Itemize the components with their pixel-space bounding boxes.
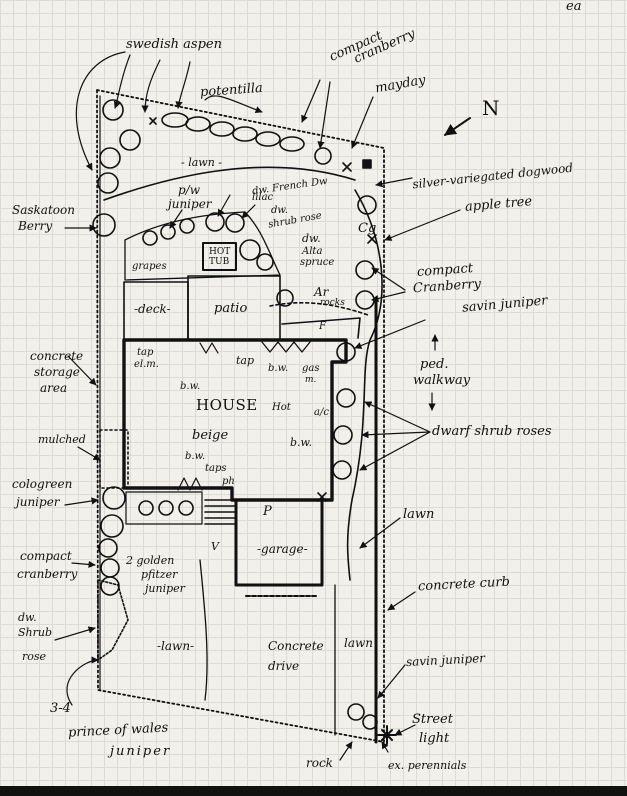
house-label: HOUSE xyxy=(196,396,258,414)
dw-shrub-rose-left-label-3: rose xyxy=(22,650,47,663)
rocks-label: rocks xyxy=(320,298,345,308)
front-zigzag xyxy=(177,477,203,491)
swedish-aspen-label: swedish aspen xyxy=(126,37,222,52)
ac-label: a/c xyxy=(314,407,329,418)
garage-label: -garage- xyxy=(257,542,308,556)
lawn-right-label: lawn xyxy=(403,507,435,522)
north-arrow xyxy=(444,117,471,136)
concrete-storage-label-1: concrete xyxy=(30,349,84,363)
west-bed-plants xyxy=(98,486,126,596)
concrete-drive-label-2: drive xyxy=(268,659,300,673)
saskatoon-label-2: Berry xyxy=(18,219,53,233)
tap-2-label: tap xyxy=(236,354,255,367)
ar-plant xyxy=(276,289,294,307)
lawn-edge-top xyxy=(103,166,356,201)
house-zigzag xyxy=(199,342,219,354)
ped-walkway-label-1: ped. xyxy=(420,357,449,372)
house-outline xyxy=(122,338,348,502)
mulched-label: mulched xyxy=(38,433,86,446)
dwarf-shrub-roses-label: dwarf shrub roses xyxy=(432,424,552,439)
dw-alta-spruce-label-3: spruce xyxy=(300,257,335,268)
hot-tub xyxy=(202,242,237,271)
concrete-storage-label-2: storage xyxy=(34,365,80,379)
tap-elim-label-2: el.m. xyxy=(134,359,159,370)
side-path xyxy=(281,317,361,339)
bw-1-label: b.w. xyxy=(268,363,289,374)
street-light-label-2: light xyxy=(419,731,450,746)
bottom-edge-bar xyxy=(0,786,627,796)
p-mark: P xyxy=(263,504,272,519)
f-mark: F xyxy=(319,321,326,332)
dw-french-lilac-label-2: lilac xyxy=(252,192,274,203)
dw-shrub-rose-left-label-1: dw. xyxy=(18,611,37,624)
golden-pfitzer-label-2: pfitzer xyxy=(141,568,178,581)
saskatoon-label-1: Saskatoon xyxy=(12,203,75,217)
compact-cranberry-left-label-2: cranberry xyxy=(17,567,78,581)
front-left-bed xyxy=(125,491,203,525)
pw-juniper-label-1: p/w xyxy=(178,183,200,197)
street-light-label-1: Street xyxy=(412,712,453,727)
tap-elim-label-1: tap xyxy=(137,347,154,358)
prince-wales-label-3: juniper xyxy=(110,744,172,759)
gas-label-2: m. xyxy=(305,375,317,385)
mulched-area xyxy=(99,429,129,489)
front-left-bed-plants xyxy=(138,500,194,516)
ex-perennials-label: ex. perennials xyxy=(388,759,467,772)
street-light-corner xyxy=(347,703,397,745)
ar-label: Ar xyxy=(314,285,329,299)
prince-wales-label-1: 3-4 xyxy=(50,701,71,716)
north-label: N xyxy=(482,96,500,120)
hot-tub-label-1: HOT xyxy=(209,247,231,257)
bw-2-label: b.w. xyxy=(290,436,313,449)
swedish-aspen-trees xyxy=(92,99,157,237)
driveway-edge-left xyxy=(199,559,208,701)
bw-3-label: b.w. xyxy=(185,451,206,462)
concrete-drive-label-1: Concrete xyxy=(268,639,324,653)
foundation-shrubs xyxy=(261,341,311,353)
golden-pfitzer-label-1: 2 golden xyxy=(126,554,175,567)
front-steps xyxy=(204,499,237,525)
golden-pfitzer-label-3: juniper xyxy=(145,582,185,595)
concrete-storage-label-3: area xyxy=(40,381,68,395)
dw-alta-spruce-label-1: dw. xyxy=(302,232,321,245)
rock-label: rock xyxy=(306,756,333,770)
hot-2-label: Hot xyxy=(272,402,291,413)
ped-walkway-label-2: walkway xyxy=(413,373,471,388)
ph-label: ph xyxy=(222,476,235,487)
walkway-edge xyxy=(346,189,383,581)
beige-label: beige xyxy=(192,428,229,443)
v-mark: V xyxy=(211,540,219,553)
top-right-fragment: ea xyxy=(566,0,582,14)
dw-shrub-rose-left-label-2: Shrub xyxy=(18,626,53,639)
deck-label: -deck- xyxy=(134,302,171,316)
taps-label: taps xyxy=(205,463,227,474)
leader-lines xyxy=(54,51,461,761)
garage-outline xyxy=(234,498,324,587)
pw-juniper-label-2: juniper xyxy=(168,197,212,211)
compact-cranberry-left-label-1: compact xyxy=(20,549,72,563)
cg-label: Cg xyxy=(358,221,377,236)
sw-bed xyxy=(97,579,129,661)
cologreen-label-1: cologreen xyxy=(12,477,73,491)
potentilla-row xyxy=(161,112,305,152)
lawn-drive-label: lawn xyxy=(344,636,373,650)
patio-label: patio xyxy=(214,301,248,316)
dw-alta-spruce-label-2: Alta xyxy=(302,246,323,257)
cologreen-label-2: juniper xyxy=(16,495,60,509)
grapes-label: grapes xyxy=(132,261,167,272)
bw-house-label: b.w. xyxy=(180,381,201,392)
dw-shrub-rose-top-label-1: dw. xyxy=(271,205,288,216)
rocks-bed xyxy=(269,301,369,316)
bed-shrubs xyxy=(142,212,274,271)
gas-label-1: gas xyxy=(302,363,320,374)
hot-tub-label-2: TUB xyxy=(209,257,230,267)
lawn-top-label: - lawn - xyxy=(181,156,223,169)
lawn-bottom-label: -lawn- xyxy=(157,639,195,653)
